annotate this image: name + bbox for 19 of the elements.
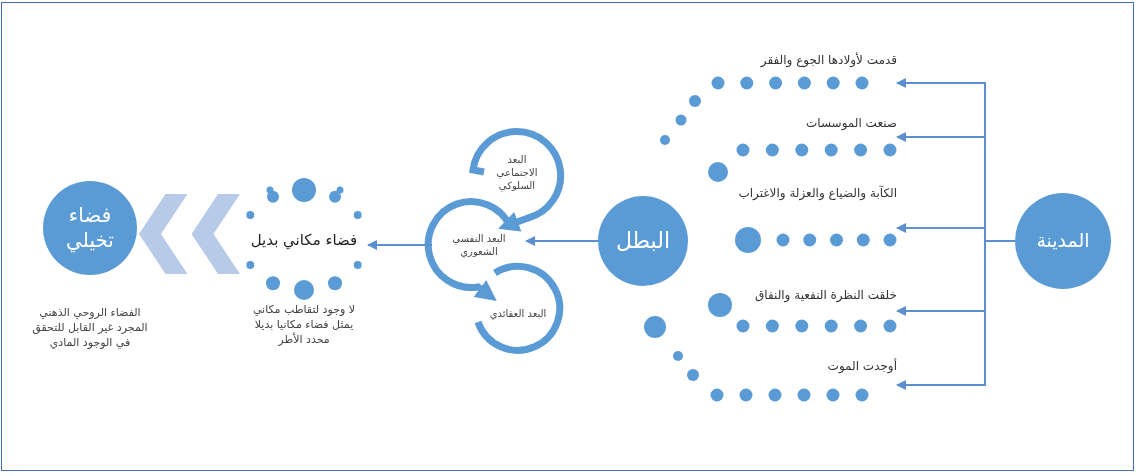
arrow — [367, 240, 433, 250]
node-label: البعد الاجتماعي السلوكي — [495, 152, 539, 192]
node-label: المدينة — [1036, 229, 1090, 253]
node-label: البعد النفسي الشعوري — [451, 232, 507, 258]
node-label: فضاء تخيلي — [65, 203, 115, 253]
branch-label: قدمت لأولادها الجوع والفقر — [760, 52, 897, 68]
curved-arrow — [469, 128, 565, 232]
branch-label: خلقت النظرة النفعية والنفاق — [754, 287, 897, 303]
node-label: البطل — [615, 227, 671, 255]
node-caption: الفضاء الروحي الذهني المجرد غير القابل للتحقق في الوجود المادي — [31, 305, 149, 350]
branch-label: صنعت الموسسات — [805, 115, 897, 131]
arrow — [896, 240, 1016, 390]
node-label: البعد العقائدي — [489, 306, 547, 320]
arrow — [525, 236, 599, 246]
branch-label: الكآبة والضياع والعزلة والاغتراب — [738, 185, 897, 201]
description-text: لا وجود لتقاطب مكاني يمثل فضاء مكانيا بديلا محدد الأطر — [251, 302, 357, 347]
chevron-arrow — [139, 194, 240, 274]
node-label: فضاء مكاني بديل — [250, 231, 358, 249]
branch-label: أوجدت الموت — [827, 358, 897, 374]
